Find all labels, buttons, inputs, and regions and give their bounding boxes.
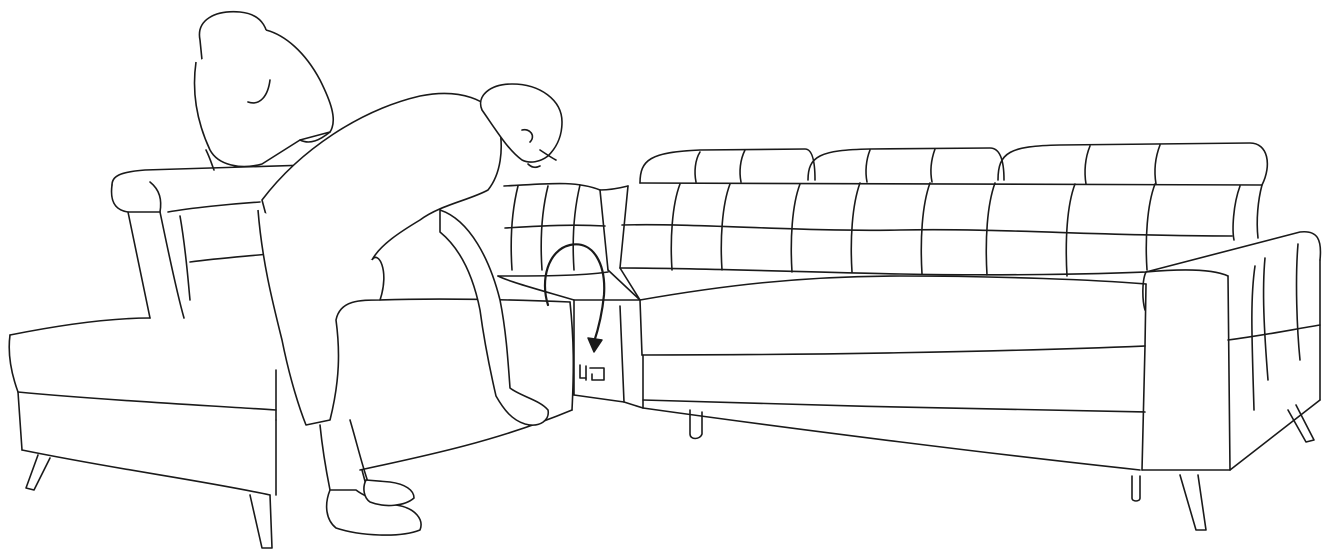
corner-sofa-icon [498, 143, 1320, 530]
person-icon [258, 84, 562, 535]
connector-bracket-icon [580, 365, 604, 380]
person-icon [195, 12, 334, 170]
